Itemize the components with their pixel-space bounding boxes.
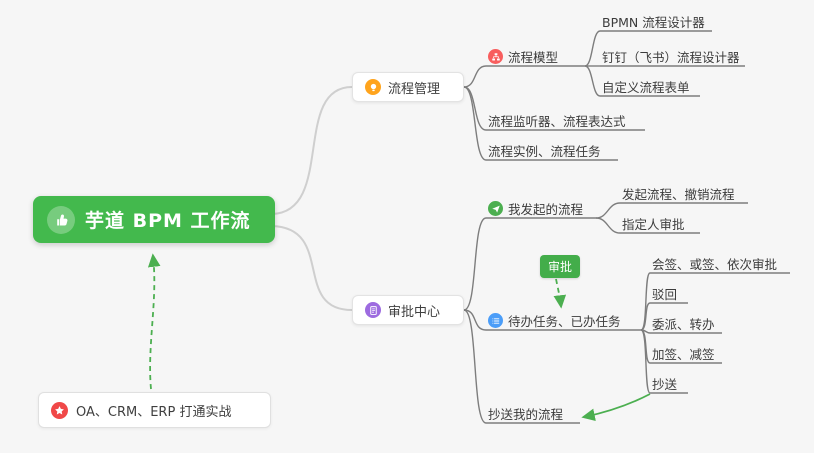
node-label: BPMN 流程设计器 — [602, 15, 705, 30]
arrow-badge-to-tasks — [553, 278, 567, 309]
connector-approval-myinitiated — [463, 217, 487, 311]
node-label: 流程实例、流程任务 — [488, 144, 601, 159]
connector-approval-ccmy — [463, 309, 487, 424]
connector-root-approval — [271, 225, 353, 311]
node-label: 自定义流程表单 — [602, 80, 690, 95]
node-label: 驳回 — [652, 287, 678, 302]
node-label: 抄送我的流程 — [488, 407, 564, 422]
connector-tasks-cc — [640, 329, 651, 394]
node-bpmn-designer[interactable]: BPMN 流程设计器 — [602, 12, 705, 31]
node-countersign[interactable]: 会签、或签、依次审批 — [652, 254, 777, 273]
note-node[interactable]: OA、CRM、ERP 打通实战 — [38, 392, 271, 428]
connector-approval-tasks — [463, 309, 487, 331]
node-cc[interactable]: 抄送 — [652, 374, 677, 393]
list-icon — [488, 313, 503, 328]
node-assignee-approval[interactable]: 指定人审批 — [622, 214, 685, 233]
connector-model-bpmn — [584, 30, 601, 67]
node-my-initiated[interactable]: 我发起的流程 — [488, 199, 583, 218]
connector-process-instance — [463, 86, 487, 161]
note-label: OA、CRM、ERP 打通实战 — [76, 404, 232, 420]
node-label: 我发起的流程 — [508, 202, 584, 217]
node-label: 委派、转办 — [652, 317, 715, 332]
connector-my-initiatecancel — [595, 202, 621, 219]
sitemap-icon — [488, 49, 503, 64]
star-icon — [51, 401, 68, 419]
thumbs-up-icon — [47, 205, 75, 234]
node-initiate-cancel[interactable]: 发起流程、撤销流程 — [622, 184, 735, 203]
connector-my-assignee — [595, 217, 621, 234]
node-delegate-transfer[interactable]: 委派、转办 — [652, 314, 715, 333]
node-cc-my-process[interactable]: 抄送我的流程 — [488, 404, 563, 423]
node-dingtalk-designer[interactable]: 钉钉（飞书）流程设计器 — [602, 47, 740, 66]
node-add-remove-sign[interactable]: 加签、减签 — [652, 344, 715, 363]
node-process-listener[interactable]: 流程监听器、流程表达式 — [488, 111, 626, 130]
connector-process-model — [463, 65, 487, 88]
arrow-note-to-root — [147, 253, 161, 390]
root-label: 芋道 BPM 工作流 — [85, 210, 251, 232]
node-label: 流程模型 — [508, 50, 559, 65]
connector-tasks-reject — [640, 302, 651, 331]
node-reject[interactable]: 驳回 — [652, 284, 677, 303]
node-custom-form[interactable]: 自定义流程表单 — [602, 77, 690, 96]
badge-label: 审批 — [548, 260, 573, 274]
connector-root-process — [271, 86, 353, 215]
node-label: 待办任务、已办任务 — [508, 314, 621, 329]
node-process-instance[interactable]: 流程实例、流程任务 — [488, 141, 601, 160]
send-icon — [488, 201, 503, 216]
arrow-cc-to-ccmy — [581, 393, 651, 421]
node-label: 指定人审批 — [622, 217, 685, 232]
approval-relation-badge[interactable]: 审批 — [540, 255, 581, 278]
node-todo-done-tasks[interactable]: 待办任务、已办任务 — [488, 311, 621, 330]
node-label: 钉钉（飞书）流程设计器 — [602, 50, 740, 65]
document-icon — [365, 302, 381, 318]
node-label: 流程管理 — [388, 81, 441, 97]
node-label: 会签、或签、依次审批 — [652, 257, 778, 272]
node-process-model[interactable]: 流程模型 — [488, 47, 558, 66]
lightbulb-icon — [365, 79, 381, 95]
root-node[interactable]: 芋道 BPM 工作流 — [33, 196, 275, 243]
node-label: 审批中心 — [388, 304, 441, 320]
node-label: 流程监听器、流程表达式 — [488, 114, 626, 129]
node-approval-center[interactable]: 审批中心 — [352, 295, 464, 325]
node-process-management[interactable]: 流程管理 — [352, 72, 464, 102]
node-label: 加签、减签 — [652, 347, 715, 362]
connector-model-customform — [584, 65, 601, 97]
node-label: 发起流程、撤销流程 — [622, 187, 735, 202]
node-label: 抄送 — [652, 377, 678, 392]
